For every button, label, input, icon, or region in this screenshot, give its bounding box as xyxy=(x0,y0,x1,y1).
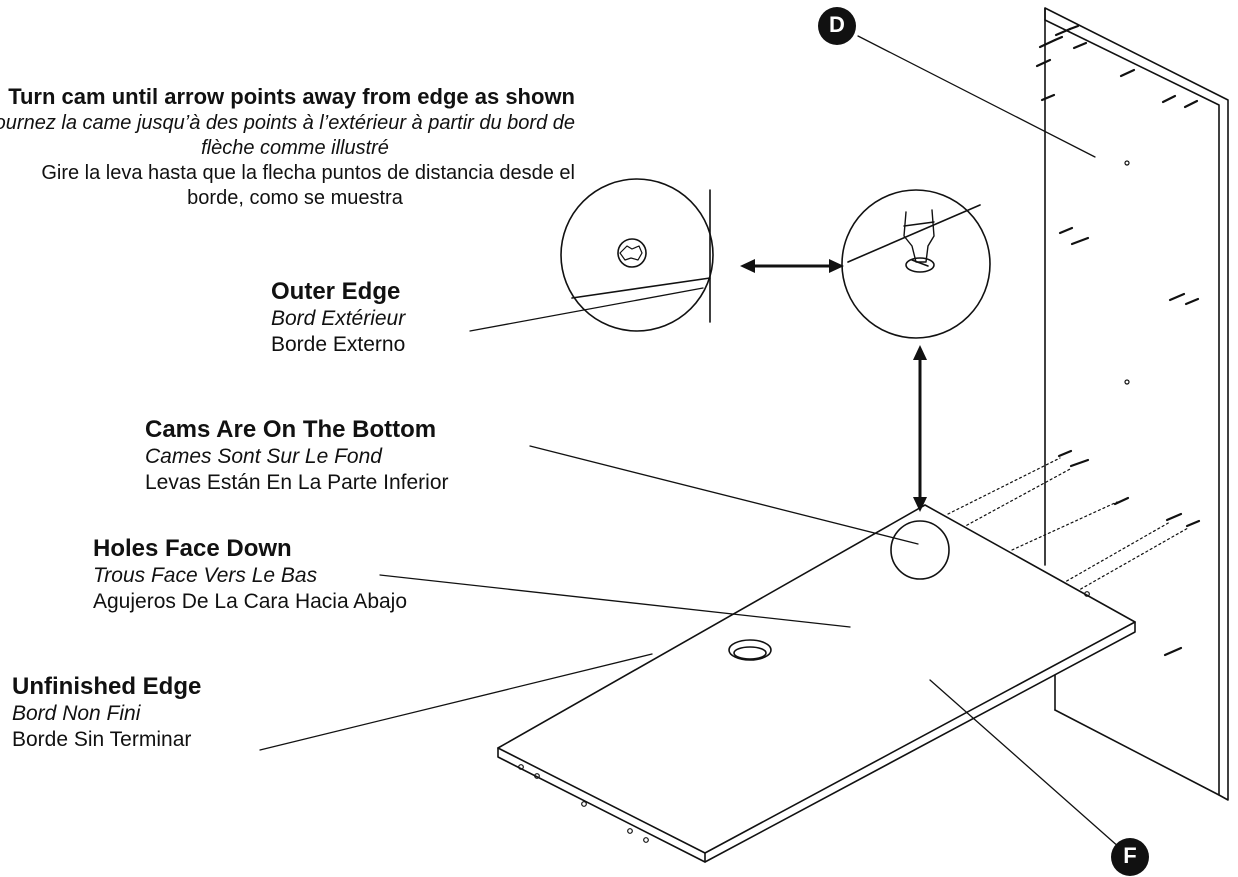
instruction-en: Turn cam until arrow points away from ed… xyxy=(8,84,575,109)
outer-edge-es: Borde Externo xyxy=(271,333,406,356)
leader-lines xyxy=(259,35,1121,849)
unfinished-en: Unfinished Edge xyxy=(12,673,202,700)
detail-left xyxy=(560,178,714,332)
double-arrows xyxy=(750,264,922,502)
label-outer-edge: Outer Edge Bord Extérieur Borde Externo xyxy=(271,278,405,358)
unfinished-fr: Bord Non Fini xyxy=(12,702,141,725)
holes-down-en: Holes Face Down xyxy=(93,535,292,562)
instruction-es-2: borde, como se muestra xyxy=(187,187,403,209)
instruction-fr-1: Tournez la came jusqu’à des points à l’e… xyxy=(0,112,575,134)
unfinished-es: Borde Sin Terminar xyxy=(12,728,192,751)
dowel-guides xyxy=(947,457,1189,595)
label-holes-down: Holes Face Down Trous Face Vers Le Bas A… xyxy=(93,535,407,615)
instruction-block: Turn cam until arrow points away from ed… xyxy=(0,83,575,211)
badge-d-label: D xyxy=(829,12,845,37)
holes-down-es: Agujeros De La Cara Hacia Abajo xyxy=(93,590,408,613)
panel-d xyxy=(1044,7,1229,801)
cams-bottom-en: Cams Are On The Bottom xyxy=(145,416,437,443)
part-badges xyxy=(818,7,1149,876)
instruction-fr-2: flèche comme illustré xyxy=(201,137,389,159)
badge-f-label: F xyxy=(1123,843,1137,868)
label-cams-bottom: Cams Are On The Bottom Cames Sont Sur Le… xyxy=(145,416,449,496)
cams-bottom-es: Levas Están En La Parte Inferior xyxy=(145,471,449,494)
label-unfinished-edge: Unfinished Edge Bord Non Fini Borde Sin … xyxy=(12,673,201,753)
outer-edge-en: Outer Edge xyxy=(271,278,401,305)
cams-bottom-fr: Cames Sont Sur Le Fond xyxy=(145,445,382,468)
detail-right xyxy=(841,189,991,339)
instruction-es-1: Gire la leva hasta que la flecha puntos … xyxy=(41,162,575,184)
holes-down-fr: Trous Face Vers Le Bas xyxy=(93,564,318,587)
outer-edge-fr: Bord Extérieur xyxy=(271,307,406,330)
panel-d-fasteners xyxy=(1035,24,1201,657)
panel-f xyxy=(497,504,1136,863)
